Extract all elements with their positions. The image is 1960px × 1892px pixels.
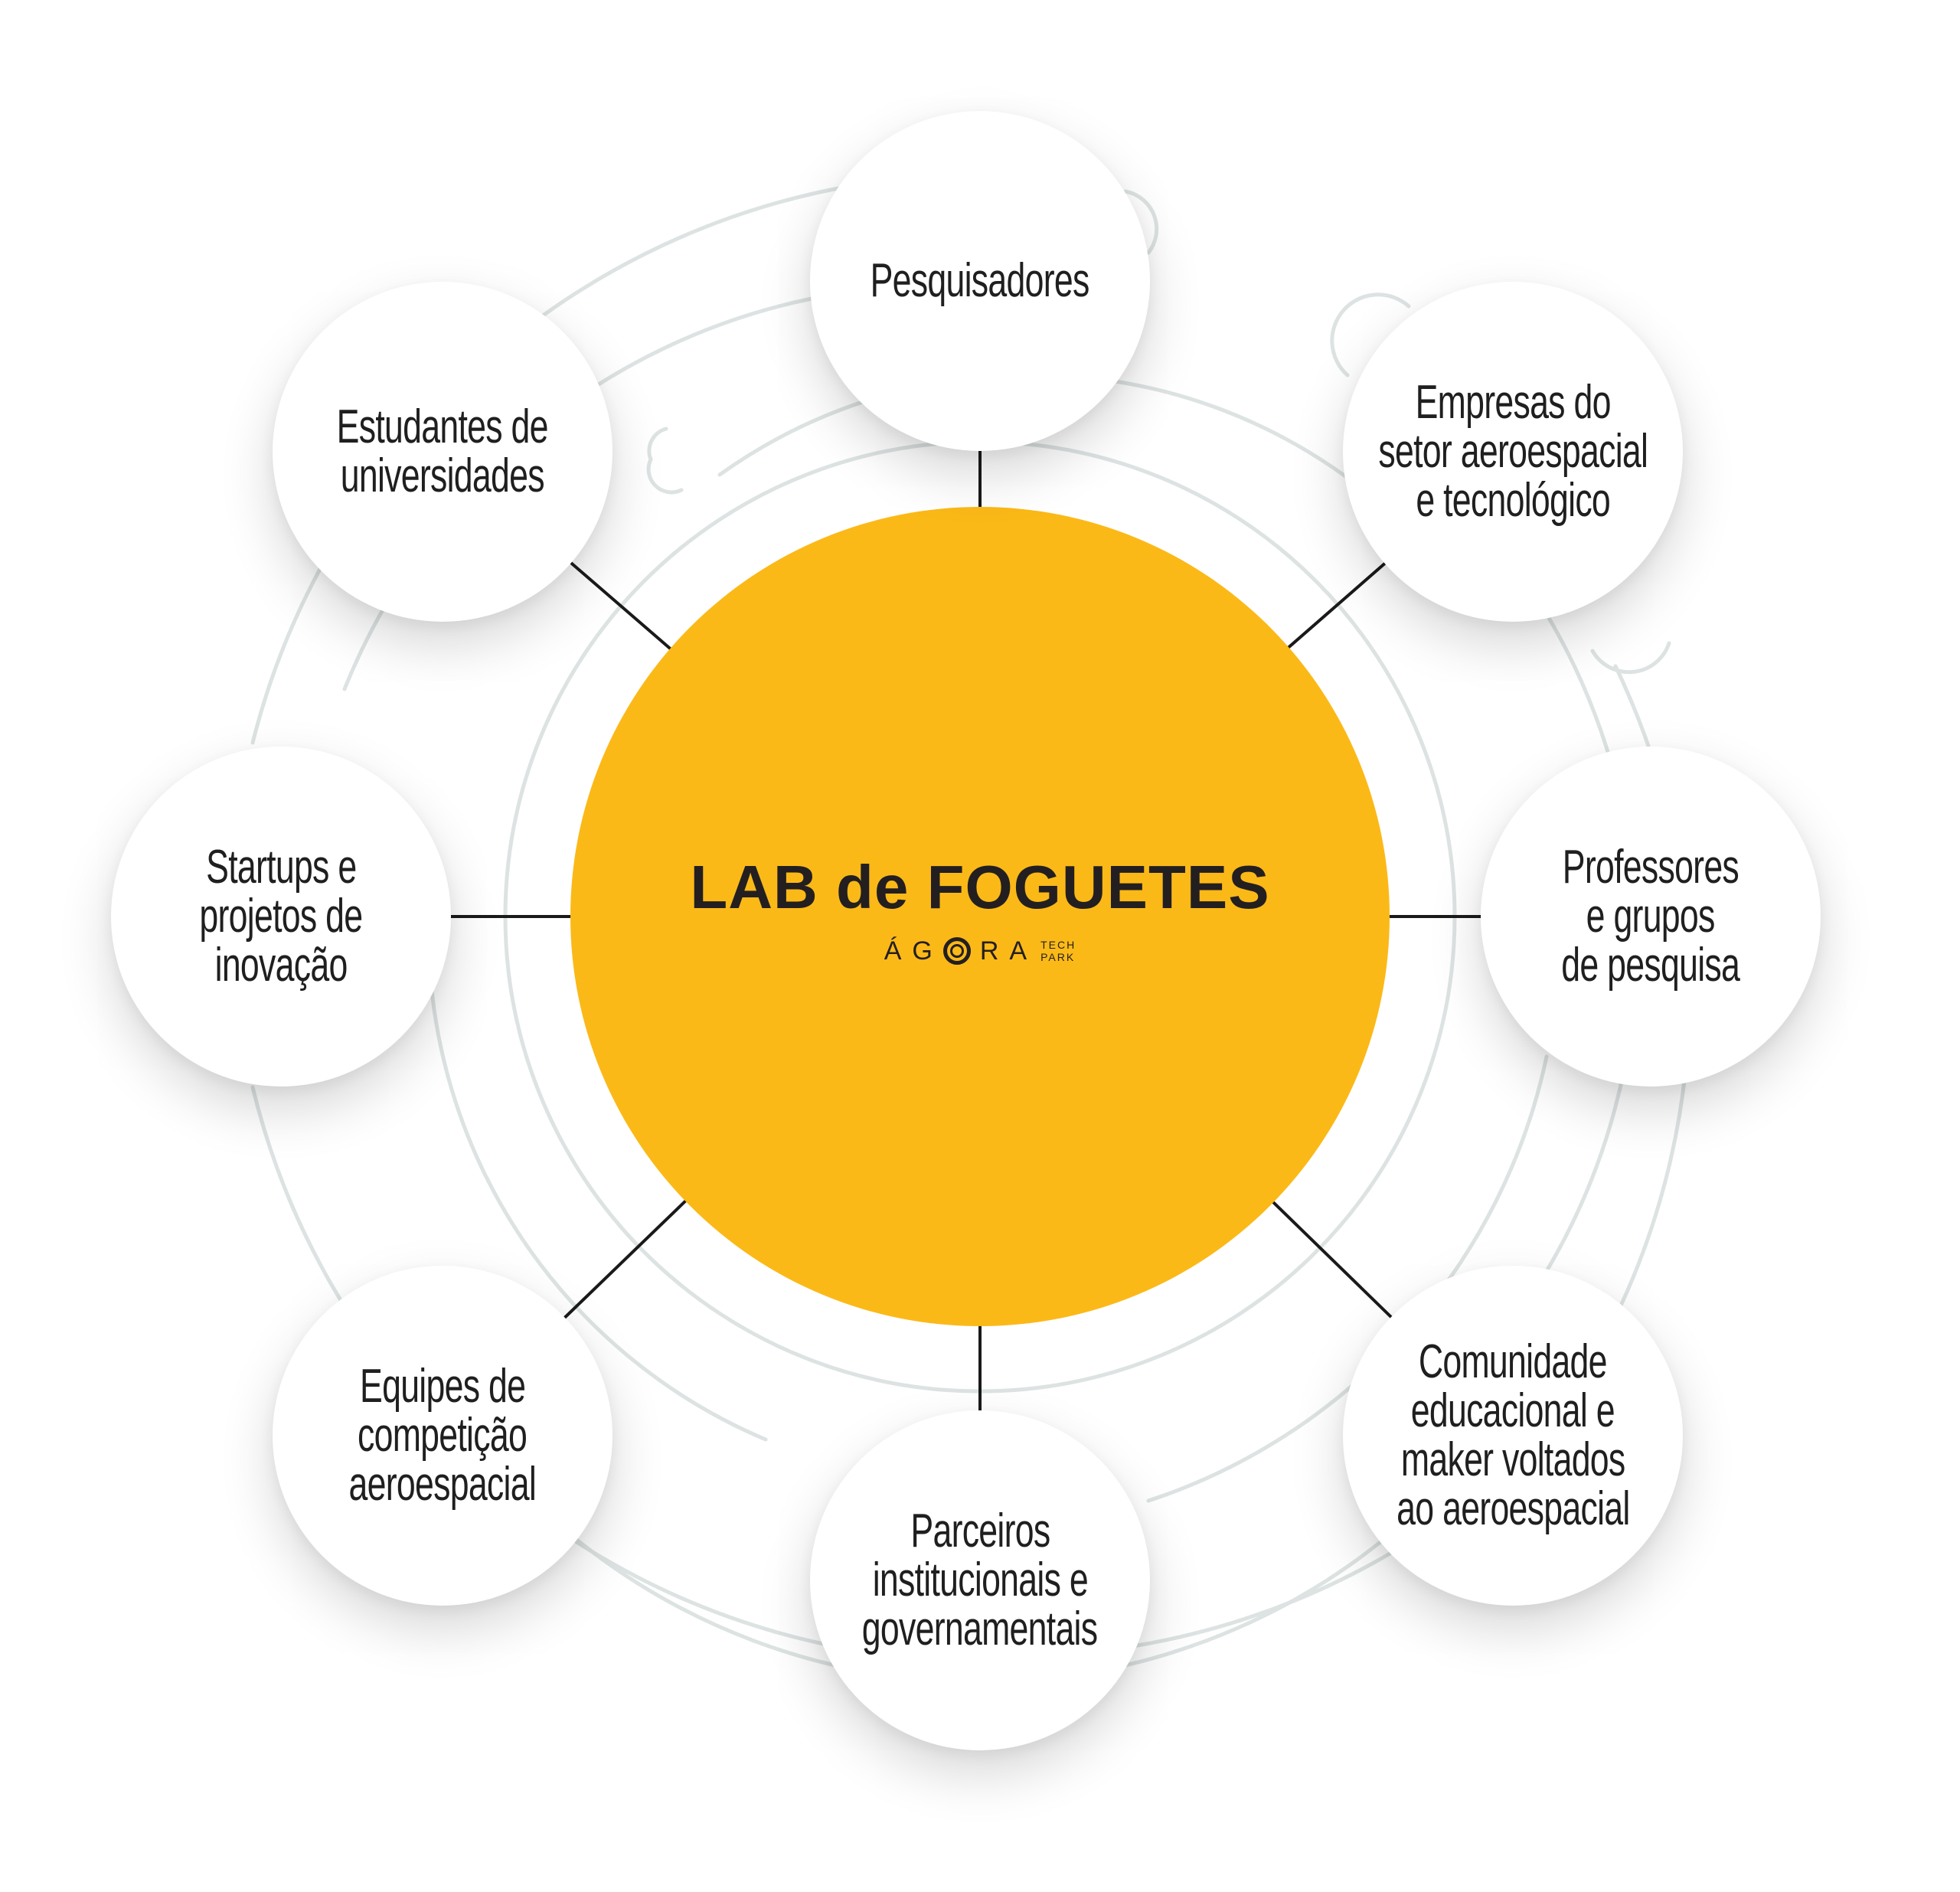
node-label-line: Estudantes de	[336, 400, 549, 453]
arc	[1330, 292, 1411, 377]
node-label-line: Comunidade	[1419, 1335, 1608, 1388]
node-label-line: aeroespacial	[348, 1458, 537, 1511]
node-label-line: governamentais	[862, 1603, 1098, 1655]
logo-word-left: ÁG	[884, 936, 943, 966]
logo-sub-top: TECH	[1040, 939, 1076, 951]
arc	[646, 426, 684, 495]
node-label-line: institucionais e	[872, 1554, 1088, 1606]
logo-ring-icon	[942, 937, 971, 965]
node-label-line: Professores	[1562, 841, 1740, 894]
node-label-line: Startups e	[205, 841, 357, 894]
node-label-line: Equipes de	[359, 1360, 526, 1413]
node-label-line: maker voltados	[1400, 1433, 1625, 1486]
node-label-line: Empresas do	[1415, 376, 1611, 429]
node-label-line: Pesquisadores	[871, 254, 1090, 307]
node-label-line: Parceiros	[910, 1505, 1050, 1557]
agora-tech-park-logo: ÁG RA TECH PARK	[884, 936, 1076, 966]
node-label-line: educacional e	[1410, 1384, 1615, 1437]
node-label-line: setor aeroespacial	[1378, 425, 1648, 478]
arc	[426, 917, 768, 1442]
node-label-line: ao aeroespacial	[1396, 1482, 1630, 1535]
arc	[1123, 189, 1159, 255]
hub-circle: LAB de FOGUETES ÁG RA TECH PARK	[570, 507, 1390, 1326]
node-label-line: e tecnológico	[1416, 474, 1610, 527]
logo-sub-bottom: PARK	[1040, 951, 1076, 963]
node-pesquisadores: Pesquisadores	[810, 111, 1150, 451]
node-label-line: de pesquisa	[1561, 939, 1741, 992]
node-label-line: competição	[358, 1409, 528, 1462]
node-label-line: universidades	[340, 449, 545, 502]
logo-word-right: RA	[979, 936, 1038, 966]
node-label-line: projetos de	[199, 890, 364, 943]
node-label-line: e grupos	[1586, 890, 1716, 943]
arc	[1590, 641, 1671, 675]
hub-title: LAB de FOGUETES	[690, 852, 1270, 921]
logo-sub: TECH PARK	[1040, 939, 1076, 963]
node-label-line: inovação	[214, 939, 348, 992]
